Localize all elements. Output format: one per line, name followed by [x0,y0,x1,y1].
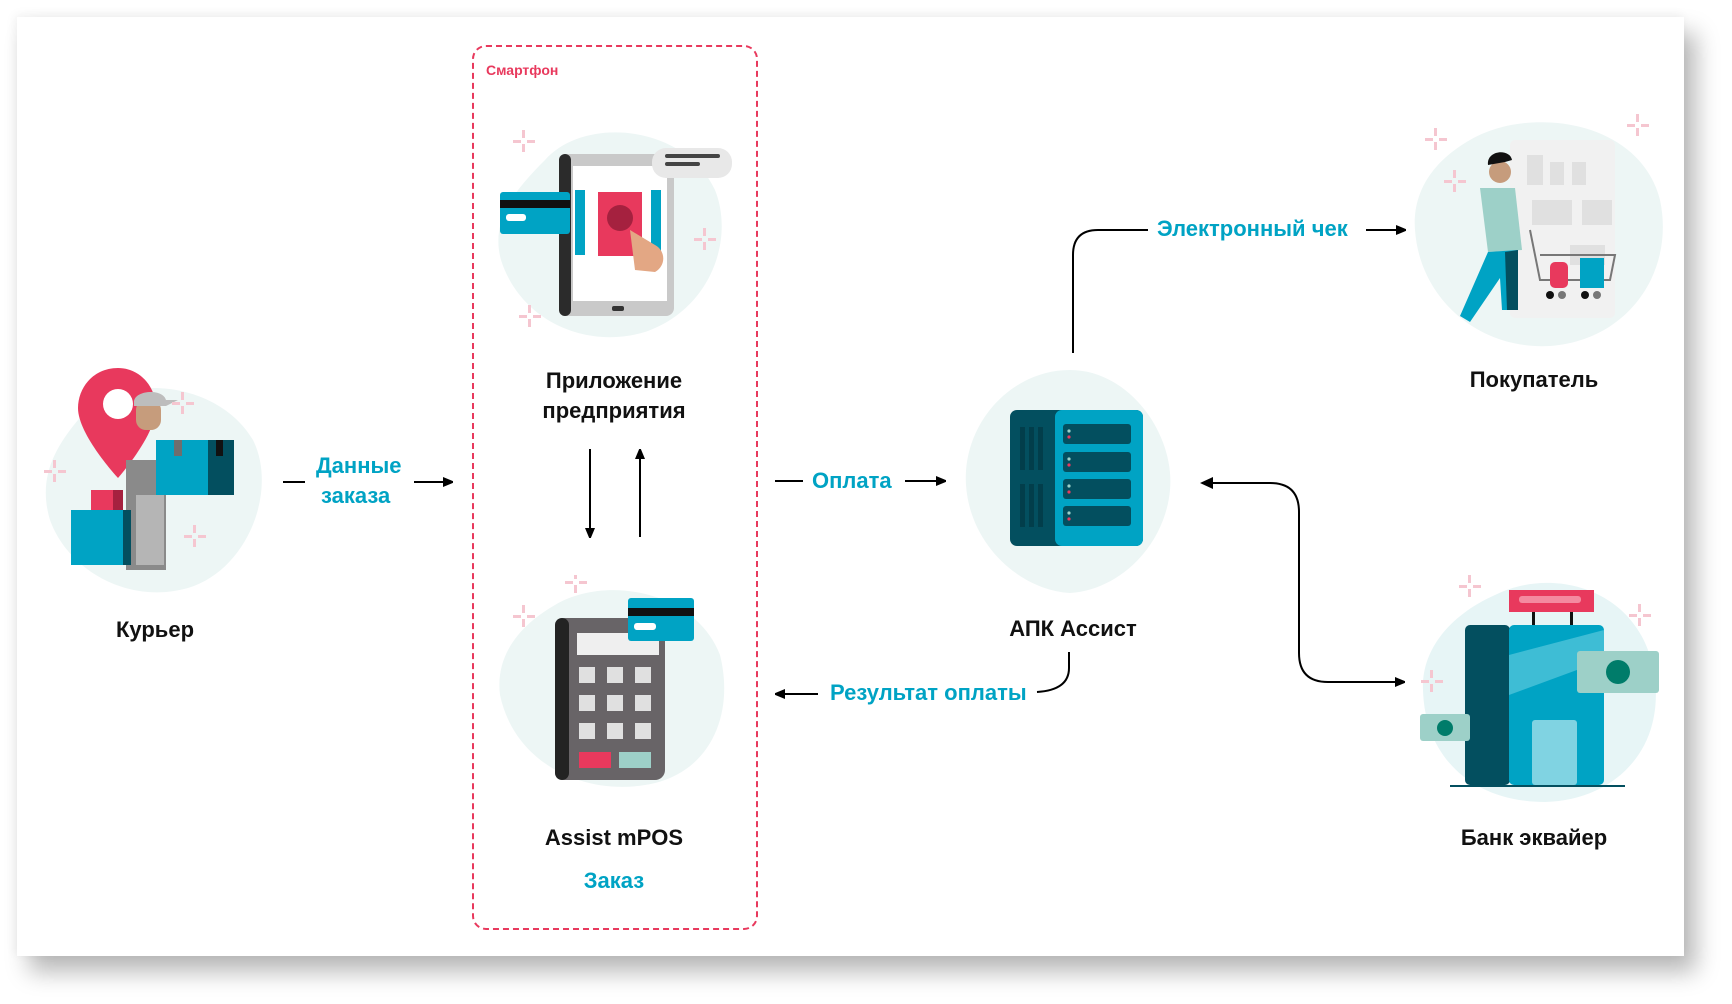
node-enterprise-app-label-line1: Приложение [545,368,683,393]
edge-order-data-label-line2: заказа [321,483,391,508]
node-mpos-sublabel: Заказ [583,868,645,893]
node-mpos-label: Assist mPOS [544,825,684,850]
shopper-icon [1414,114,1663,347]
edge-bank-link [1202,482,1404,682]
server-icon [965,370,1171,593]
edge-order-data-label-line1: Данные [316,453,402,478]
edge-payment-result-label: Результат оплаты [830,680,1027,705]
edge-bank-link-start-arrowhead [1200,477,1213,489]
edge-receipt-label: Электронный чек [1157,216,1348,241]
courier-icon [44,368,262,593]
edge-payment-label: Оплата [812,468,892,493]
node-courier-label: Курьер [115,617,195,642]
bank-building-icon [1420,575,1659,802]
smartphone-group-box [472,45,758,930]
edge-receipt-tail [1072,229,1148,353]
edge-payment-result-tail [1036,652,1070,693]
pos-terminal-icon [499,575,725,787]
node-bank-label: Банк эквайер [1460,825,1608,850]
node-enterprise-app-label-line2: предприятия [542,398,686,423]
diagram-canvas [17,17,1684,956]
node-apk-label: АПК Ассист [1009,616,1137,641]
node-buyer-label: Покупатель [1469,367,1599,392]
smartphone-group-label: Смартфон [486,62,559,78]
tablet-app-icon [498,130,732,338]
